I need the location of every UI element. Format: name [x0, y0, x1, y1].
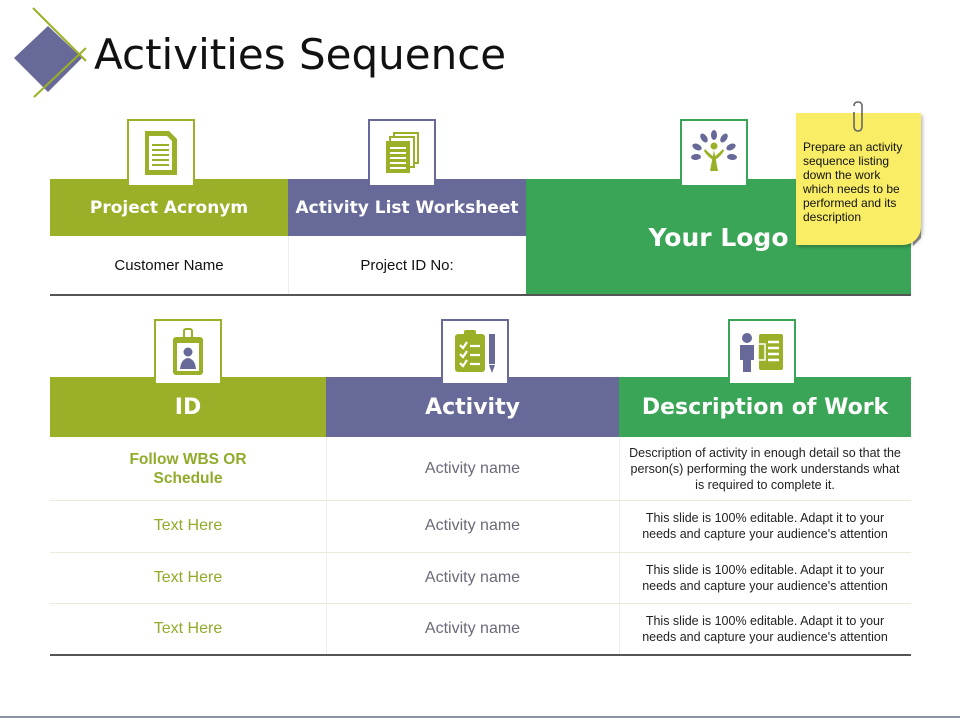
table-row-4-description: This slide is 100% editable. Adapt it to…: [619, 603, 911, 654]
table-row-1-id: Follow WBS OR Schedule: [50, 437, 326, 500]
id-badge-icon-box: [154, 319, 222, 385]
activity-header-label: Activity: [425, 394, 520, 420]
your-logo-label: Your Logo: [648, 222, 789, 252]
id-header: ID: [50, 377, 326, 437]
tree-logo-icon-box: [680, 119, 748, 187]
activity-cell-text: Activity name: [424, 619, 521, 637]
title-diamond-decoration: [14, 7, 87, 98]
id-cell-text: Text Here: [153, 619, 223, 637]
slide-bottom-border: [0, 716, 960, 718]
document-icon: [145, 131, 177, 175]
column-divider: [619, 437, 620, 654]
column-divider: [326, 437, 327, 654]
clipboard-checklist-icon: [455, 330, 495, 373]
table-row-1-description: Description of activity in enough detail…: [619, 437, 911, 500]
id-cell-text: Text Here: [153, 517, 223, 534]
person-document-icon-box: [728, 319, 796, 385]
activity-list-worksheet-label: Activity List Worksheet: [295, 197, 519, 218]
description-cell-text: This slide is 100% editable. Adapt it to…: [642, 562, 888, 593]
activity-list-worksheet-header: Activity List Worksheet: [288, 179, 526, 236]
description-of-work-header: Description of Work: [619, 377, 911, 437]
id-cell-text: Text Here: [153, 568, 223, 586]
activity-cell-text: Activity name: [424, 517, 521, 534]
stacked-documents-icon: [386, 132, 419, 173]
table-row-2-activity: Activity name: [326, 500, 619, 552]
document-icon-box: [127, 119, 195, 187]
sticky-note: Prepare an activity sequence listing dow…: [796, 113, 921, 245]
table-row-2-description: This slide is 100% editable. Adapt it to…: [619, 500, 911, 552]
project-acronym-label: Project Acronym: [89, 197, 249, 218]
description-of-work-header-label: Description of Work: [641, 394, 889, 420]
table-row-4-id: Text Here: [50, 603, 326, 654]
row-divider: [50, 500, 911, 501]
id-header-label: ID: [174, 394, 202, 420]
table-row-1-activity: Activity name: [326, 437, 619, 500]
main-table-bottom-rule: [50, 654, 911, 656]
id-badge-icon: [173, 328, 203, 375]
clipboard-checklist-icon-box: [441, 319, 509, 385]
row-divider: [50, 552, 911, 553]
paperclip-icon: [853, 101, 863, 132]
table-row-2-id: Text Here: [50, 500, 326, 552]
table-row-3-activity: Activity name: [326, 552, 619, 603]
activity-cell-text: Activity name: [424, 568, 521, 586]
project-id-cell: Project ID No:: [288, 236, 526, 295]
person-document-icon: [740, 333, 783, 372]
activity-cell-text: Activity name: [424, 459, 521, 477]
customer-name-cell: Customer Name: [50, 236, 288, 295]
id-cell-text: Follow WBS OR Schedule: [129, 450, 247, 487]
description-cell-text: Description of activity in enough detail…: [629, 445, 901, 492]
description-cell-text: This slide is 100% editable. Adapt it to…: [642, 613, 888, 644]
tree-logo-icon: [691, 130, 737, 171]
table-row-4-activity: Activity name: [326, 603, 619, 654]
activity-header: Activity: [326, 377, 619, 437]
project-id-label: Project ID No:: [360, 257, 454, 274]
top-table-bottom-rule: [50, 294, 911, 296]
cell-divider: [288, 236, 289, 295]
diamond-shape: [14, 26, 82, 92]
table-row-3-description: This slide is 100% editable. Adapt it to…: [619, 552, 911, 603]
project-acronym-header: Project Acronym: [50, 179, 288, 236]
row-divider: [50, 603, 911, 604]
customer-name-label: Customer Name: [114, 257, 224, 274]
sticky-note-text: Prepare an activity sequence listing dow…: [803, 140, 903, 224]
stacked-documents-icon-box: [368, 119, 436, 187]
table-row-3-id: Text Here: [50, 552, 326, 603]
description-cell-text: This slide is 100% editable. Adapt it to…: [642, 511, 888, 541]
page-title: Activities Sequence: [94, 30, 507, 79]
